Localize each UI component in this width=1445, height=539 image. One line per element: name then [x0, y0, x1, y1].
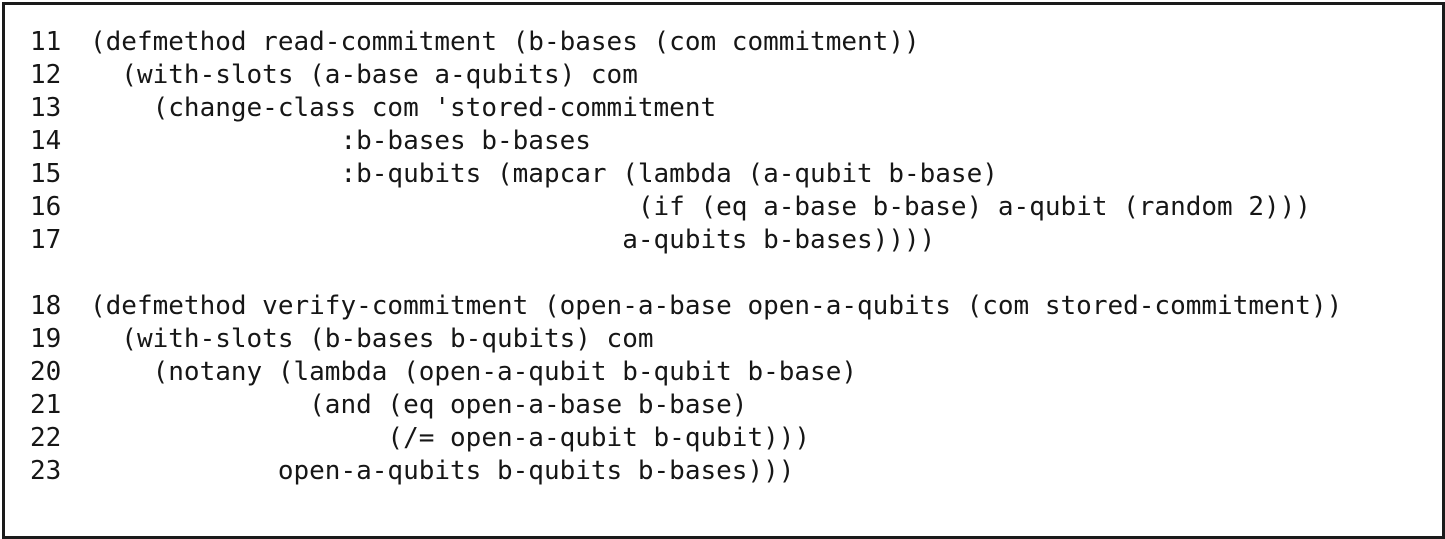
- code-listing: 11 (defmethod read-commitment (b-bases (…: [5, 5, 1442, 488]
- line-code: (if (eq a-base b-base) a-qubit (random 2…: [90, 192, 1311, 222]
- line-number: 16: [30, 192, 62, 222]
- code-line: 11 (defmethod read-commitment (b-bases (…: [30, 26, 1442, 59]
- code-line: 19 (with-slots (b-bases b-qubits) com: [30, 323, 1442, 356]
- line-number: 21: [30, 390, 62, 420]
- line-number: 23: [30, 456, 62, 486]
- line-code: (with-slots (a-base a-qubits) com: [90, 60, 638, 90]
- line-code: (notany (lambda (open-a-qubit b-qubit b-…: [90, 357, 858, 387]
- code-line: 20 (notany (lambda (open-a-qubit b-qubit…: [30, 356, 1442, 389]
- line-code: (change-class com 'stored-commitment: [90, 93, 717, 123]
- line-number: 15: [30, 159, 62, 189]
- line-number: 18: [30, 291, 62, 321]
- code-line: 23 open-a-qubits b-qubits b-bases))): [30, 455, 1442, 488]
- code-line: 21 (and (eq open-a-base b-base): [30, 389, 1442, 422]
- line-number: 14: [30, 126, 62, 156]
- line-number: [30, 257, 90, 290]
- blank-line: [30, 257, 1442, 290]
- line-code: (defmethod read-commitment (b-bases (com…: [90, 27, 920, 57]
- code-line: 14 :b-bases b-bases: [30, 125, 1442, 158]
- line-code: :b-bases b-bases: [90, 126, 591, 156]
- code-line: 22 (/= open-a-qubit b-qubit))): [30, 422, 1442, 455]
- code-line: 12 (with-slots (a-base a-qubits) com: [30, 59, 1442, 92]
- line-number: 12: [30, 60, 62, 90]
- line-code: (/= open-a-qubit b-qubit))): [90, 423, 811, 453]
- code-line: 13 (change-class com 'stored-commitment: [30, 92, 1442, 125]
- line-code: (and (eq open-a-base b-base): [90, 390, 748, 420]
- line-number: 20: [30, 357, 62, 387]
- line-code: (with-slots (b-bases b-qubits) com: [90, 324, 654, 354]
- line-number: 17: [30, 225, 62, 255]
- line-code: (defmethod verify-commitment (open-a-bas…: [90, 291, 1343, 321]
- line-number: 19: [30, 324, 62, 354]
- code-line: 17 a-qubits b-bases)))): [30, 224, 1442, 257]
- line-code: open-a-qubits b-qubits b-bases))): [90, 456, 795, 486]
- code-line: 16 (if (eq a-base b-base) a-qubit (rando…: [30, 191, 1442, 224]
- line-code: :b-qubits (mapcar (lambda (a-qubit b-bas…: [90, 159, 998, 189]
- line-code: a-qubits b-bases)))): [90, 225, 936, 255]
- line-number: 13: [30, 93, 62, 123]
- code-line: 15 :b-qubits (mapcar (lambda (a-qubit b-…: [30, 158, 1442, 191]
- line-number: 11: [30, 27, 62, 57]
- line-number: 22: [30, 423, 62, 453]
- code-line: 18 (defmethod verify-commitment (open-a-…: [30, 290, 1442, 323]
